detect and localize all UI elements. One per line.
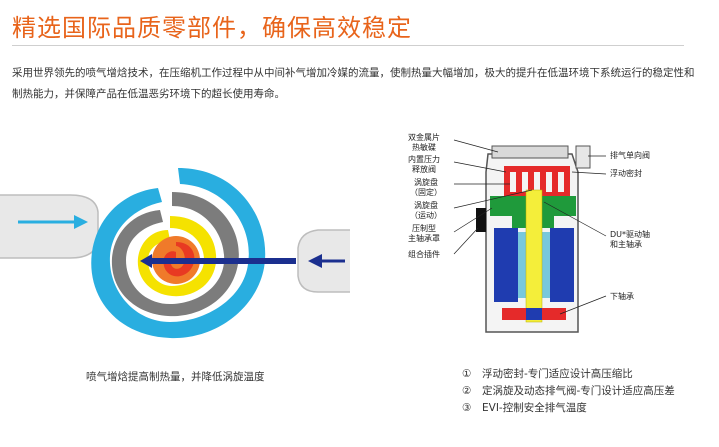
inlet-duct [0,194,99,259]
feature-number: ② [462,385,472,397]
motor-stator-right [550,228,574,302]
feature-text: 浮动密封-专门适应设计高压缩比 [482,368,633,380]
scroll-gray [111,192,239,317]
drive-shaft [525,189,543,323]
injection-tube [146,258,296,264]
label-du-shaft: DU*驱动轴 和主轴承 [610,230,651,249]
label-main-bearing: 压制型 主轴承罩 [408,224,440,243]
label-orbiting-scroll: 涡旋盘 （运动） [410,201,442,220]
feature-number: ① [462,368,472,380]
scroll-core-red [163,242,195,277]
feature-item: ① 浮动密封-专门适应设计高压缩比 [462,366,675,383]
feature-text: EVI-控制安全排气温度 [482,402,587,414]
scroll-injection-diagram [0,168,350,339]
label-lower-bearing: 下轴承 [610,292,634,301]
discharge-valve [575,145,591,169]
inlet-arrow-head [74,215,88,229]
motor-rotor-left [518,232,526,298]
page-title: 精选国际品质零部件，确保高效稳定 [12,14,412,42]
scroll-caption: 喷气增焓提高制热量，并降低涡旋温度 [86,371,265,383]
motor-rotor-right [542,232,550,298]
outer-scroll-cyan [91,168,266,339]
terminal-block [476,208,486,232]
label-floating-seal: 浮动密封 [610,169,642,178]
scroll-yellow [137,216,217,297]
injection-arrow-head [308,254,322,268]
motor-stator-left [494,228,518,302]
label-terminal: 组合插件 [408,250,440,259]
compressor-cross-section [453,139,607,333]
feature-item: ③ EVI-控制安全排气温度 [462,400,675,417]
label-check-valve: 排气单向阀 [610,151,650,160]
top-cap [491,145,569,159]
feature-text: 定涡旋及动态排气阀-专门设计适应高压差 [482,385,675,397]
label-fixed-scroll: 涡旋盘 （固定） [410,178,442,197]
label-pressure-relief: 内置压力 释放阀 [408,155,440,174]
intro-paragraph: 采用世界领先的喷气增焓技术，在压缩机工作过程中从中间补气增加冷媒的流量，使制热量… [12,67,695,100]
injection-inner-arrow [140,254,152,268]
title-divider [12,45,684,46]
feature-number: ③ [462,402,472,414]
feature-item: ② 定涡旋及动态排气阀-专门设计适应高压差 [462,383,675,400]
label-bimetal: 双金属片 热敏碟 [408,133,440,152]
